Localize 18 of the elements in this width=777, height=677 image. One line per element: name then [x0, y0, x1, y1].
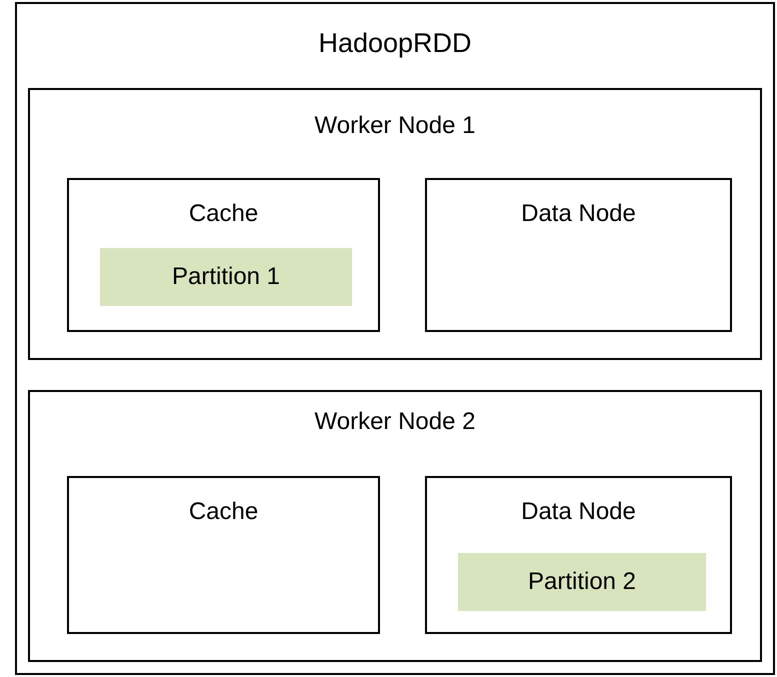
component-box [67, 476, 380, 634]
partition-label: Partition 1 [172, 263, 280, 291]
component-box [425, 476, 732, 634]
box-title: HadoopRDD [318, 28, 472, 60]
partition-box [458, 553, 706, 611]
component-box [425, 178, 732, 332]
container-box [15, 2, 775, 675]
partition-label: Partition 2 [528, 568, 636, 596]
box-title: Worker Node 2 [314, 408, 476, 436]
component-box [28, 390, 762, 662]
box-title: Worker Node 1 [314, 112, 476, 140]
box-title: Cache [188, 498, 258, 526]
component-box [67, 178, 380, 332]
partition-box [100, 248, 352, 306]
box-title: Data Node [521, 200, 636, 228]
box-title: Data Node [521, 498, 636, 526]
component-box [28, 88, 762, 360]
box-title: Cache [188, 200, 258, 228]
